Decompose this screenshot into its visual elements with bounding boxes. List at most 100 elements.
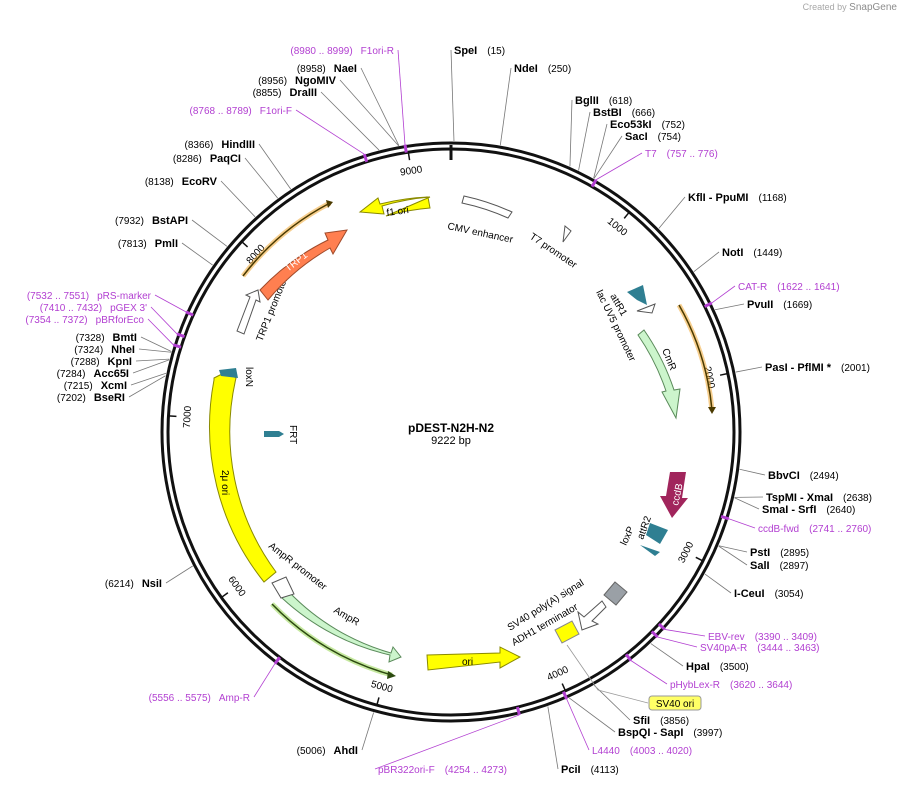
- site-label-sfii: SfiI(3856): [633, 715, 689, 727]
- 2mu-ori-feature: [209, 371, 277, 583]
- coord: (250): [548, 64, 571, 75]
- tick-3000: [695, 556, 704, 562]
- coord: (4113): [591, 765, 619, 776]
- primer-label-ccdb-fwd: ccdB-fwd(2741 .. 2760): [758, 524, 871, 535]
- site-label-kfli-ppumi: KflI - PpuMI(1168): [688, 192, 787, 204]
- site-leader-bmti: [140, 336, 172, 352]
- site-label-nsii: (6214)NsiI: [105, 578, 162, 590]
- coord: (666): [632, 108, 655, 119]
- site-leader-eco53ki: [593, 123, 608, 179]
- site-leader-noti: [693, 251, 720, 272]
- name: PvuII: [747, 299, 773, 311]
- name: I-CeuI: [734, 588, 765, 600]
- cmr-feature: [637, 329, 681, 420]
- 2mu-ori-label: 2μ ori: [219, 470, 230, 495]
- coord: (5006): [297, 746, 326, 757]
- site-label-eco53ki: Eco53kI(752): [610, 119, 685, 131]
- coord: (1168): [759, 193, 787, 204]
- site-leader-bbvci: [739, 468, 766, 476]
- name: NgoMIV: [295, 75, 337, 87]
- tick-9000: [407, 152, 411, 161]
- trp1-arc-head: [326, 200, 333, 208]
- coord: (1669): [783, 300, 812, 311]
- name: EcoRV: [182, 176, 218, 188]
- name: BglII: [575, 95, 599, 107]
- coord: (757 .. 776): [667, 149, 718, 160]
- site-label-ngomiv: (8956)NgoMIV: [258, 75, 337, 87]
- site-label-bglii: BglII(618): [575, 95, 632, 107]
- site-leader-ngomiv: [339, 79, 399, 147]
- primer-mark-sv40pa-r: [650, 630, 659, 639]
- coord: (3390 .. 3409): [755, 632, 817, 643]
- site-label-ecorv: (8138)EcoRV: [145, 176, 218, 188]
- cat-r-arc-head: [708, 407, 716, 414]
- name: PmlI: [155, 238, 178, 250]
- primer-leader-ebv-rev: [664, 629, 706, 637]
- coord: (7410 .. 7432): [40, 303, 102, 314]
- site-leader-saci: [593, 135, 623, 179]
- tick-1000: [623, 211, 630, 219]
- name: BspQI - SapI: [618, 727, 683, 739]
- ccdb-label: ccdB: [670, 482, 685, 506]
- tick-label-1000: 1000: [605, 216, 630, 239]
- site-leader-sali: [718, 545, 748, 566]
- cmv-enhancer-label: CMV enhancer: [446, 221, 514, 246]
- ccdb-feature: [660, 472, 688, 518]
- coord: (754): [658, 132, 681, 143]
- name: BstAPI: [152, 215, 188, 227]
- site-leader-hindiii: [258, 143, 292, 190]
- primer-label-phyblex-r: pHybLex-R(3620 .. 3644): [670, 680, 792, 691]
- sv40-ori-feature: [554, 620, 580, 644]
- coord: (2638): [843, 493, 872, 504]
- name: PaqCI: [210, 153, 241, 165]
- tick-label-9000: 9000: [399, 164, 423, 178]
- name: AhdI: [334, 745, 358, 757]
- coord: (2001): [841, 363, 870, 374]
- primer-leader-phyblex-r: [630, 660, 668, 685]
- site-leader-bseri: [128, 375, 166, 398]
- primer-mark-pgex-3: [176, 332, 186, 339]
- name: HindIII: [221, 139, 255, 151]
- name: Amp-R: [219, 693, 250, 704]
- coord: (7932): [115, 216, 144, 227]
- name: PasI - PflMI *: [765, 362, 832, 374]
- site-label-bmti: (7328)BmtI: [76, 332, 137, 344]
- primer-leader-l4440: [566, 698, 590, 751]
- primer-leader-t7: [595, 152, 643, 181]
- primer-leader-pgex-3: [150, 306, 178, 335]
- site-leader-naei: [360, 67, 400, 146]
- primer-leader-ccdb-fwd: [728, 518, 756, 529]
- site-leader-acc65i: [132, 359, 170, 374]
- coord: (1449): [753, 248, 782, 259]
- name: PciI: [561, 764, 581, 776]
- trp1-arc: [242, 202, 331, 277]
- name: SfiI: [633, 715, 650, 727]
- primer-mark-prs-marker: [185, 310, 194, 317]
- tick-2000: [719, 372, 729, 376]
- name: L4440: [592, 746, 620, 757]
- loxn-feature: [219, 368, 238, 378]
- coord: (752): [662, 120, 685, 131]
- coord: (7813): [118, 239, 147, 250]
- backbone-outer: [160, 141, 742, 723]
- tick-label-3000: 3000: [676, 540, 696, 565]
- site-leader-kpni: [135, 358, 170, 362]
- site-leader-pcii: [547, 706, 559, 770]
- name: pRS-marker: [97, 291, 152, 302]
- coord: (4003 .. 4020): [630, 746, 692, 757]
- site-leader-nhei: [138, 348, 172, 353]
- site-leader-ahdi: [361, 712, 375, 751]
- ori-label: ori: [462, 657, 473, 668]
- loxn-label: loxN: [243, 367, 254, 387]
- coord: (7354 .. 7372): [25, 315, 87, 326]
- primer-leader-prs-marker: [154, 294, 187, 313]
- cat-r-arc-highlight: [676, 303, 715, 411]
- site-label-ahdi: (5006) AhdI: [297, 745, 358, 757]
- coord: (3997): [693, 728, 722, 739]
- primer-label-pbrforeco: (7354 .. 7372)pBRforEco: [25, 315, 144, 326]
- primer-mark-ccdb-fwd: [720, 514, 730, 521]
- name: CAT-R: [738, 282, 767, 293]
- name: KpnI: [108, 356, 132, 368]
- plasmid-name: pDEST-N2H-N2: [408, 421, 494, 435]
- frt-feature: [264, 431, 284, 437]
